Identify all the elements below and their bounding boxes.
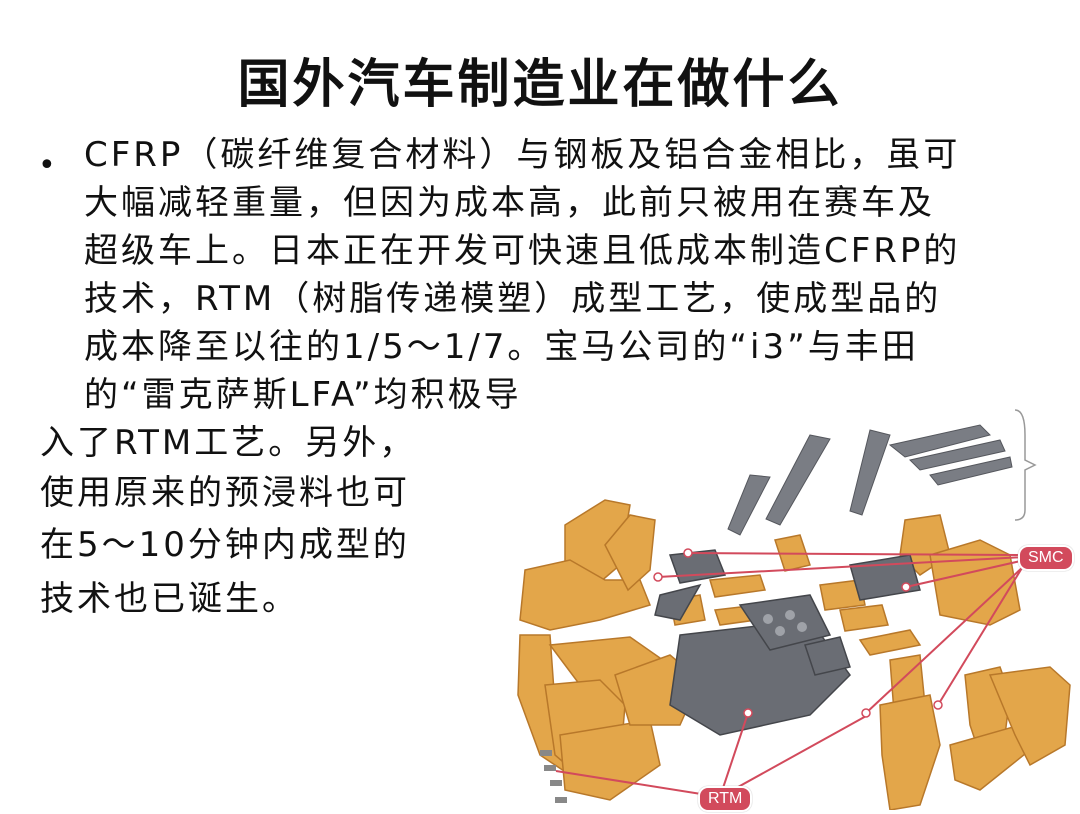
car-body-exploded-diagram: SMC RTM — [510, 405, 1080, 812]
paragraph-line: 入了RTM工艺。另外， — [40, 423, 417, 463]
slide-title: 国外汽车制造业在做什么 — [237, 55, 843, 115]
floor-highlights — [763, 610, 807, 636]
paragraph-line: 使用原来的预浸料也可 — [40, 473, 410, 513]
bullet-marker: • — [38, 148, 56, 183]
paragraph-line: 的“雷克萨斯LFA”均积极导 — [84, 375, 522, 415]
leader-dots — [653, 548, 943, 718]
car-parts-illustration — [517, 409, 1071, 811]
paragraph-line: 技术，RTM（树脂传递模塑）成型工艺，使成型品的 — [84, 279, 942, 319]
roof-frame-parts — [727, 424, 1013, 536]
paragraph-line: 成本降至以往的1/5～1/7。宝马公司的“i3”与丰田 — [84, 327, 919, 367]
paragraph-line: 超级车上。日本正在开发可快速且低成本制造CFRP的 — [84, 231, 961, 271]
smc-label: SMC — [1018, 545, 1074, 571]
orange-cfrp-parts — [517, 499, 1071, 811]
paragraph-line: 大幅减轻重量，但因为成本高，此前只被用在赛车及 — [84, 183, 935, 223]
small-clips — [540, 750, 567, 803]
bracket-line — [1014, 409, 1037, 521]
paragraph-line: CFRP（碳纤维复合材料）与钢板及铝合金相比，虽可 — [84, 135, 961, 175]
leader-lines — [555, 552, 1026, 798]
rtm-label: RTM — [698, 786, 753, 812]
paragraph-line: 技术也已诞生。 — [40, 579, 299, 619]
paragraph-line: 在5～10分钟内成型的 — [40, 525, 410, 565]
